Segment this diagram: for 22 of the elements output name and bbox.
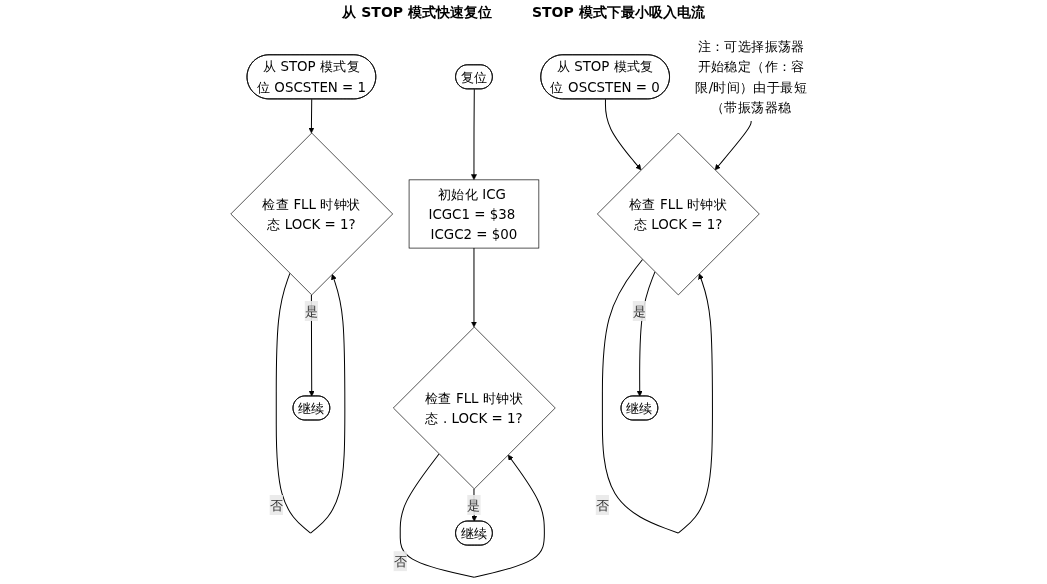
arrow xyxy=(636,271,656,397)
arrow xyxy=(471,247,477,328)
arrow xyxy=(308,98,315,134)
edge-label: 否 xyxy=(269,496,284,513)
column-heading: 从 STOP 模式快速复位 xyxy=(342,4,492,22)
node-diamond: 检查 FLL 时钟状态 LOCK = 1? xyxy=(597,132,760,296)
node-box: 初始化 ICG ICGC1 = $38 ICGC2 = $00 xyxy=(408,179,540,249)
arrow xyxy=(471,88,477,181)
arrow xyxy=(714,120,752,171)
edge-label: 是 xyxy=(304,302,319,319)
arrow xyxy=(605,98,642,171)
edge-label: 否 xyxy=(595,496,610,513)
arrow xyxy=(399,453,545,578)
arrow xyxy=(275,272,346,534)
edge-label: 是 xyxy=(467,496,481,513)
arrow xyxy=(601,258,713,534)
node-diamond: 检查 FLL 时钟状态 LOCK = 1? xyxy=(230,132,394,296)
edge-label: 否 xyxy=(393,553,407,570)
node-diamond: 检查 FLL 时钟状态 . LOCK = 1? xyxy=(393,326,556,490)
node-text: 注：可选择振荡器开始稳定（作：容限/时间）由于最短（带振荡器稳 xyxy=(695,38,807,115)
edge-label: 是 xyxy=(632,302,647,319)
column-heading: STOP 模式下最小吸入电流 xyxy=(531,4,705,22)
